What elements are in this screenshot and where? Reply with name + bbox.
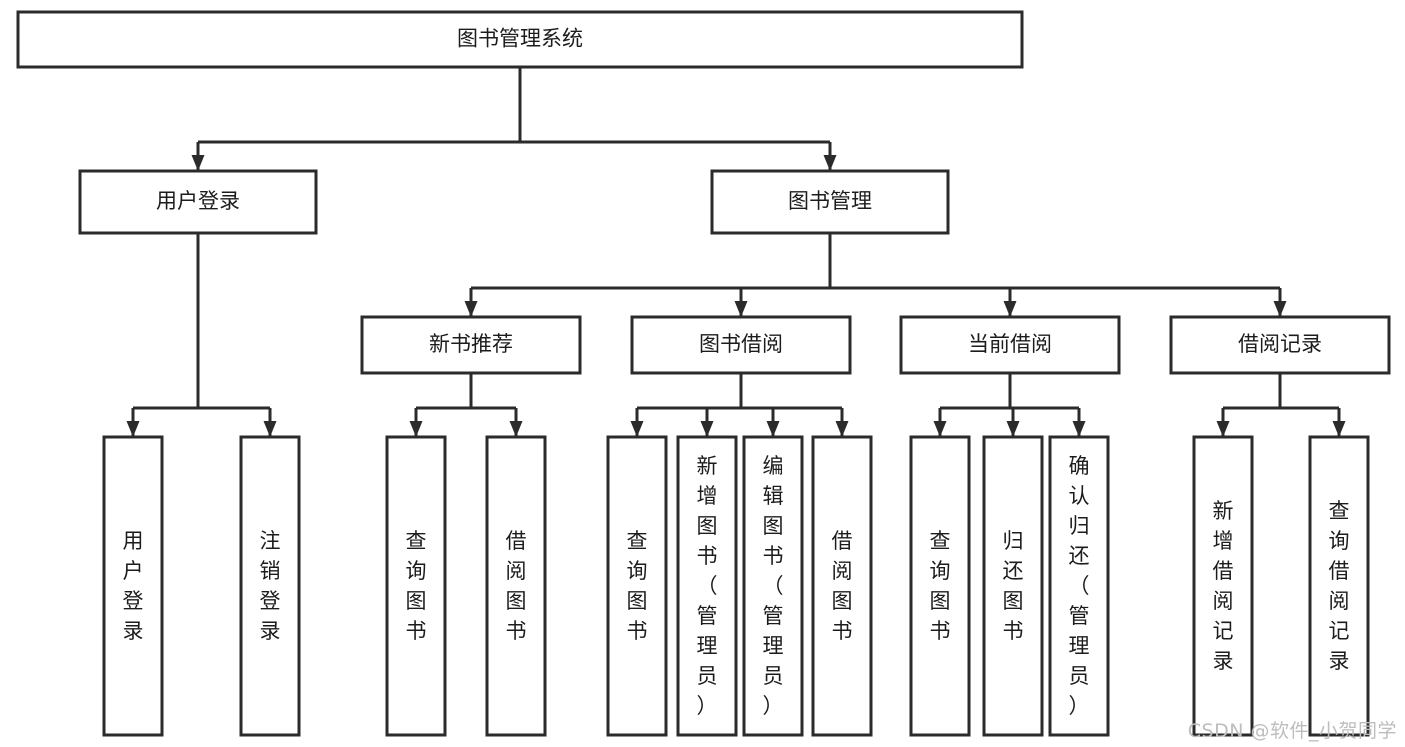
node-leaf-borrow-book-2[interactable]: 借阅图书: [811, 435, 873, 737]
arrow-head-icon: [263, 421, 277, 437]
node-label: 当前借阅: [968, 332, 1052, 356]
node-box: [811, 435, 873, 737]
node-current-borrow[interactable]: 当前借阅: [899, 315, 1121, 375]
node-box: [606, 435, 668, 737]
arrow-head-icon: [823, 155, 837, 171]
node-book-management[interactable]: 图书管理: [710, 169, 950, 235]
node-label: 图书管理系统: [457, 27, 583, 51]
node-layer: 图书管理系统用户登录图书管理新书推荐图书借阅当前借阅借阅记录用户登录注销登录查询…: [16, 10, 1391, 737]
node-label: 图书管理: [788, 189, 872, 213]
node-leaf-borrow-book-1[interactable]: 借阅图书: [485, 435, 547, 737]
node-leaf-add-book-admin[interactable]: 新增图书（管理员）: [676, 435, 738, 737]
node-box: [385, 435, 447, 737]
node-leaf-query-book-1[interactable]: 查询图书: [385, 435, 447, 737]
node-box: [239, 435, 301, 737]
arrow-head-icon: [191, 155, 205, 171]
node-leaf-logout-login[interactable]: 注销登录: [239, 435, 301, 737]
node-label: 借阅记录: [1238, 332, 1322, 356]
node-label: 借阅图书: [506, 529, 527, 643]
node-root[interactable]: 图书管理系统: [16, 10, 1024, 69]
node-box: [742, 435, 804, 737]
node-box: [676, 435, 738, 737]
node-box: [1169, 315, 1391, 375]
arrow-head-icon: [1003, 301, 1017, 317]
node-box: [485, 435, 547, 737]
node-leaf-user-login[interactable]: 用户登录: [102, 435, 164, 737]
node-label: 新增借阅记录: [1213, 499, 1234, 673]
arrow-head-icon: [1332, 421, 1346, 437]
node-label: 新增图书（管理员）: [697, 454, 718, 718]
node-box: [78, 169, 318, 235]
arrow-head-icon: [464, 301, 478, 317]
node-label: 查询图书: [930, 529, 951, 643]
arrow-head-icon: [766, 421, 780, 437]
node-leaf-query-borrow-record[interactable]: 查询借阅记录: [1308, 435, 1370, 737]
node-label: 归还图书: [1003, 529, 1024, 643]
arrow-head-icon: [1216, 421, 1230, 437]
node-box: [982, 435, 1044, 737]
arrow-head-icon: [1006, 421, 1020, 437]
node-leaf-return-book[interactable]: 归还图书: [982, 435, 1044, 737]
arrow-head-icon: [409, 421, 423, 437]
node-label: 查询图书: [406, 529, 427, 643]
node-leaf-confirm-return-admin[interactable]: 确认归还（管理员）: [1048, 435, 1110, 737]
node-box: [899, 315, 1121, 375]
node-box: [710, 169, 950, 235]
node-box: [360, 315, 582, 375]
arrow-head-icon: [630, 421, 644, 437]
connector-layer: [126, 67, 1346, 437]
arrow-head-icon: [509, 421, 523, 437]
arrow-head-icon: [126, 421, 140, 437]
node-label: 新书推荐: [429, 332, 513, 356]
node-box: [102, 435, 164, 737]
arrow-head-icon: [1072, 421, 1086, 437]
node-label: 注销登录: [260, 529, 281, 643]
arrow-head-icon: [933, 421, 947, 437]
node-label: 借阅图书: [832, 529, 853, 643]
node-leaf-query-book-3[interactable]: 查询图书: [909, 435, 971, 737]
node-book-borrow[interactable]: 图书借阅: [630, 315, 852, 375]
arrow-head-icon: [700, 421, 714, 437]
node-new-book-recommend[interactable]: 新书推荐: [360, 315, 582, 375]
node-box: [16, 10, 1024, 69]
arrow-head-icon: [734, 301, 748, 317]
node-leaf-query-book-2[interactable]: 查询图书: [606, 435, 668, 737]
node-label: 用户登录: [123, 529, 144, 643]
node-user-login[interactable]: 用户登录: [78, 169, 318, 235]
node-label: 用户登录: [156, 189, 240, 213]
node-box: [630, 315, 852, 375]
node-borrow-record[interactable]: 借阅记录: [1169, 315, 1391, 375]
node-leaf-edit-book-admin[interactable]: 编辑图书（管理员）: [742, 435, 804, 737]
node-label: 查询借阅记录: [1329, 499, 1350, 673]
node-box: [1048, 435, 1110, 737]
node-box: [1192, 435, 1254, 737]
node-leaf-add-borrow-record[interactable]: 新增借阅记录: [1192, 435, 1254, 737]
node-label: 查询图书: [627, 529, 648, 643]
node-label: 编辑图书（管理员）: [763, 454, 784, 718]
node-box: [909, 435, 971, 737]
node-box: [1308, 435, 1370, 737]
node-label: 确认归还（管理员）: [1069, 454, 1090, 718]
arrow-head-icon: [1273, 301, 1287, 317]
node-label: 图书借阅: [699, 332, 783, 356]
arrow-head-icon: [835, 421, 849, 437]
